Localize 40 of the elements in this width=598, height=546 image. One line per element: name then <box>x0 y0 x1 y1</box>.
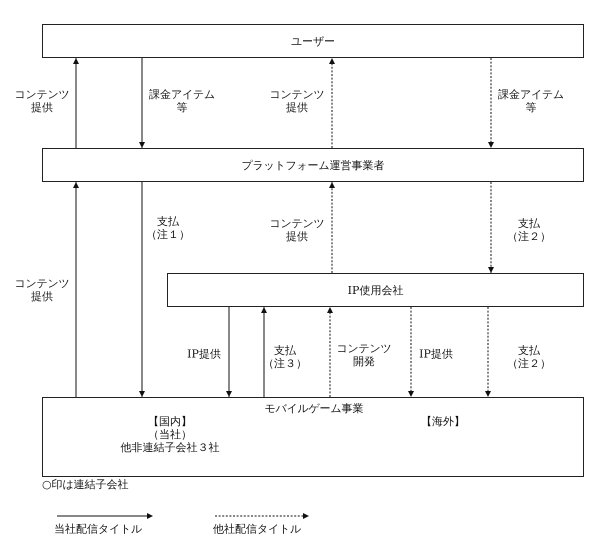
box-label: プラットフォーム運営事業者 <box>242 158 384 172</box>
entity-box <box>42 148 584 182</box>
dashed-arrow <box>485 306 491 398</box>
dashed-arrow <box>488 182 494 274</box>
edge-label: 支払（注３） <box>262 344 308 370</box>
edge-label: コンテンツ提供 <box>14 88 70 114</box>
edge-label: 支払（注２） <box>506 217 552 243</box>
edge-label: コンテンツ開発 <box>336 342 392 368</box>
box-label: IP使用会社 <box>348 284 404 296</box>
edge-label: 支払（注２） <box>506 344 552 370</box>
legend-label: 当社配信タイトル <box>54 522 142 536</box>
dashed-arrow <box>488 58 494 148</box>
arrow <box>73 182 79 398</box>
box-heading: モバイルゲーム事業 <box>264 402 364 415</box>
group-heading: 【国内】 <box>148 415 192 428</box>
entity-box <box>42 397 584 477</box>
box-label: ユーザー <box>291 34 335 48</box>
edge-label: 課金アイテム等 <box>497 88 565 114</box>
arrow <box>261 306 267 398</box>
edge-label: コンテンツ提供 <box>268 217 326 243</box>
arrow <box>73 58 79 148</box>
arrow <box>139 58 145 148</box>
edge-label: 課金アイテム等 <box>148 88 216 114</box>
company-text: （当社） <box>148 428 192 441</box>
edge-label: コンテンツ提供 <box>268 88 326 114</box>
group-heading: 【海外】 <box>421 415 465 428</box>
dashed-arrow <box>329 58 335 148</box>
edge-label: IP提供 <box>187 348 221 360</box>
arrow <box>139 182 145 398</box>
dashed-arrow <box>329 182 335 274</box>
edge-label: コンテンツ提供 <box>14 277 70 303</box>
dashed-arrow <box>327 306 333 398</box>
company-text: 他非連結子会社３社 <box>120 441 220 454</box>
legend-label: 他社配信タイトル <box>213 522 301 536</box>
edge-label: 支払（注１） <box>145 215 191 241</box>
arrow <box>226 306 232 398</box>
edge-label: IP提供 <box>419 348 453 360</box>
entity-box <box>42 24 584 58</box>
entity-box <box>167 273 584 307</box>
dashed-arrow <box>408 306 414 398</box>
